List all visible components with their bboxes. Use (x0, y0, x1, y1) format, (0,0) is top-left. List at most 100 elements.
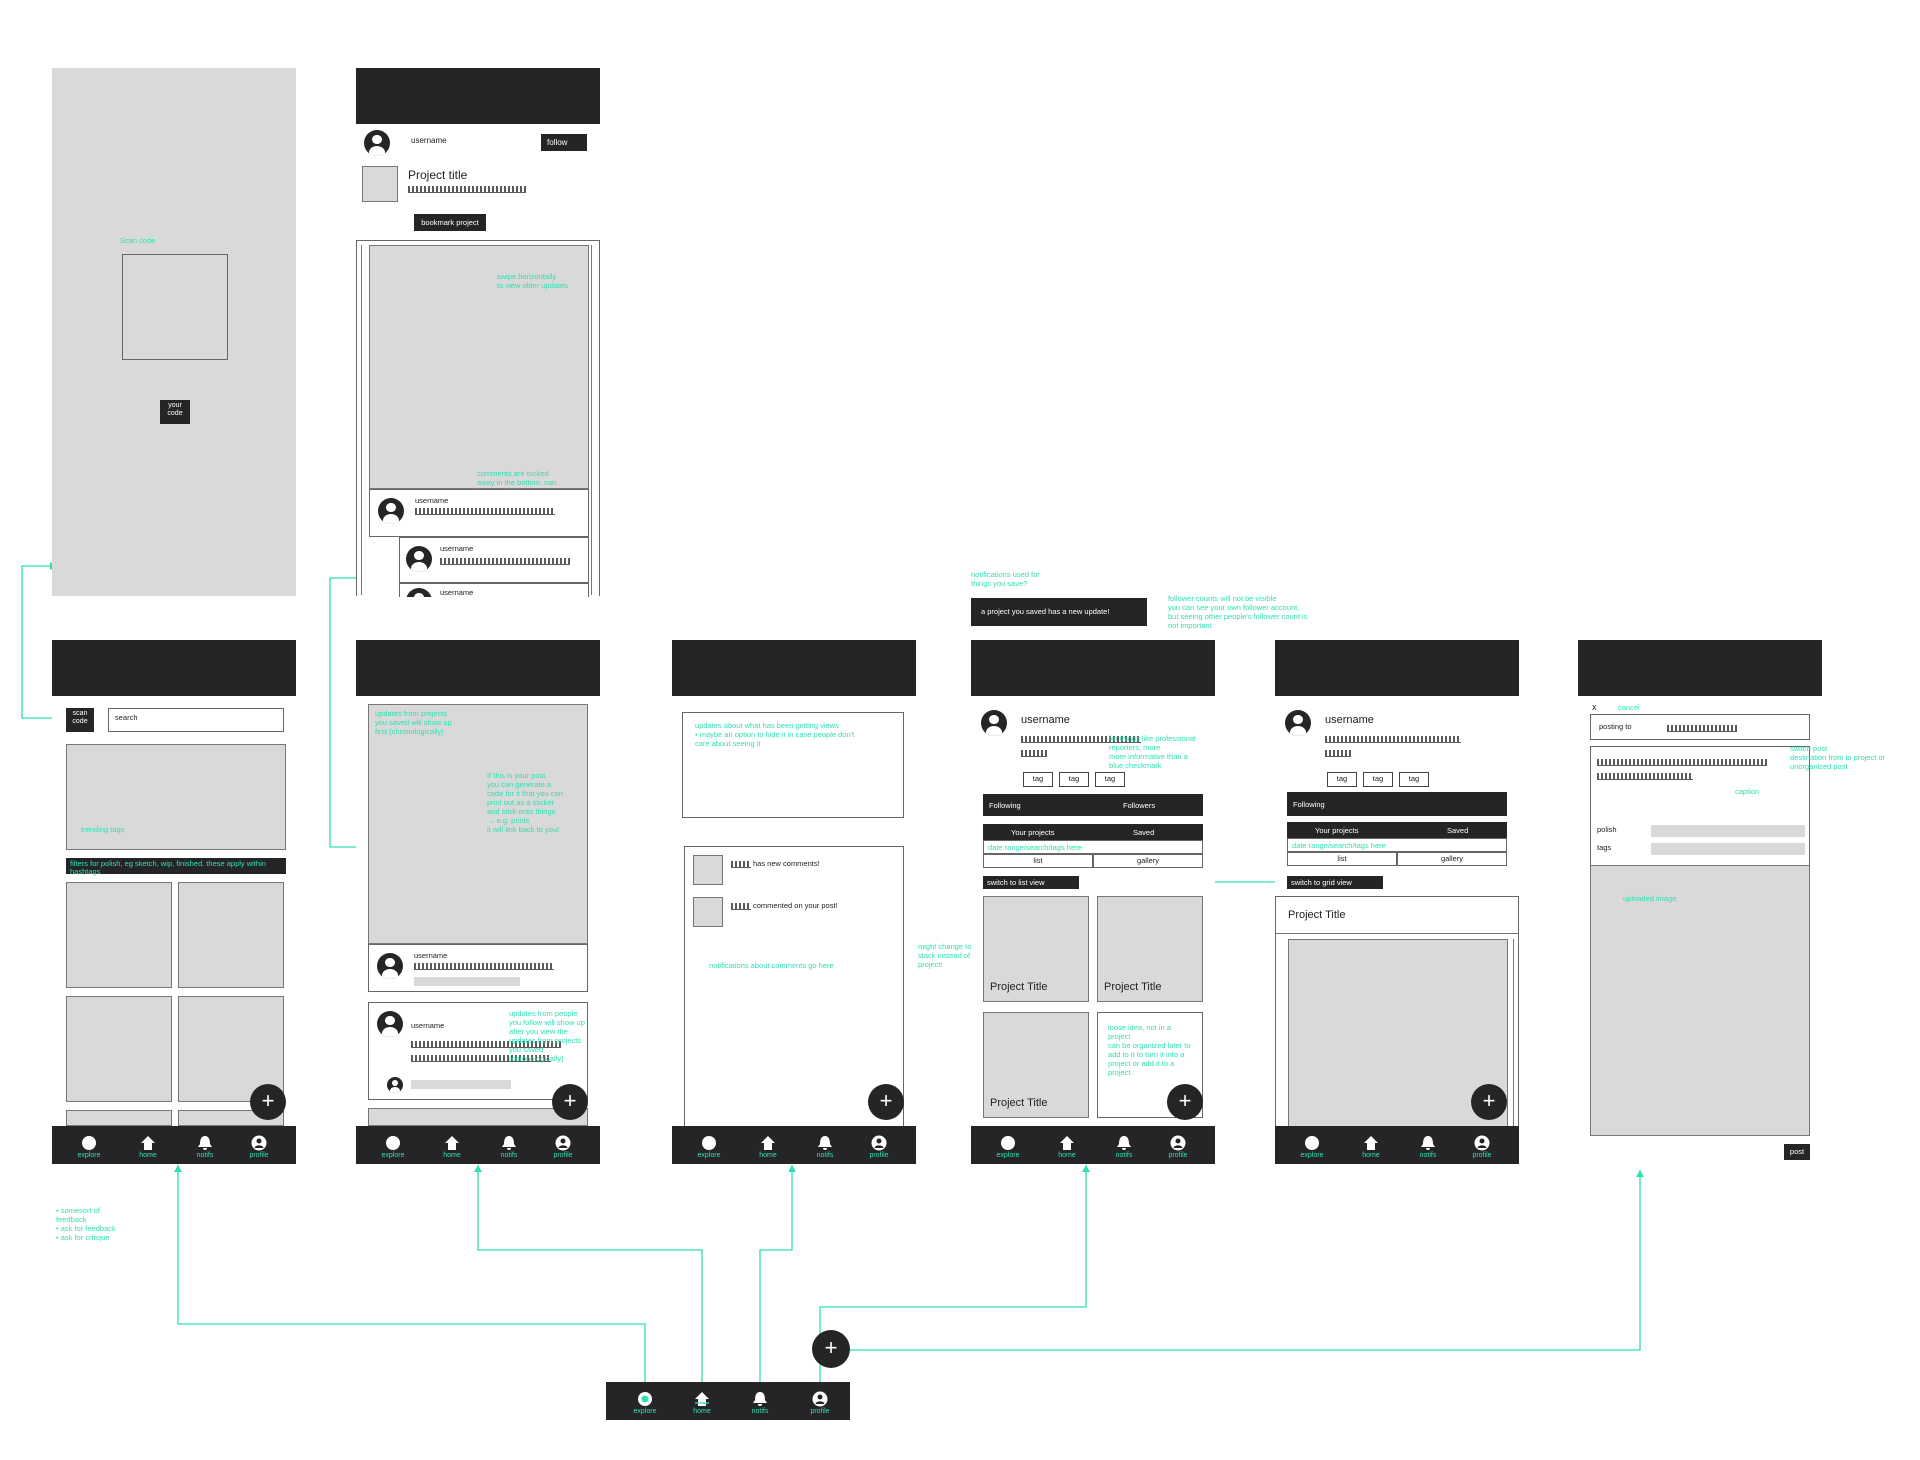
bio-scribble (1325, 750, 1351, 757)
add-post-button[interactable]: + (1471, 1084, 1507, 1120)
explore-tile[interactable] (66, 996, 172, 1102)
bell-icon (818, 1136, 832, 1150)
explore-tile[interactable] (178, 882, 284, 988)
post-meta-row[interactable]: username (368, 944, 588, 992)
switch-to-list-button[interactable]: switch to list view (983, 876, 1079, 889)
reply-row-2[interactable]: username (399, 583, 589, 597)
add-post-button[interactable]: + (552, 1084, 588, 1120)
explore-tile[interactable] (66, 882, 172, 988)
tab-saved[interactable]: Saved (1447, 826, 1469, 835)
next-post[interactable] (368, 1108, 588, 1126)
notif-1[interactable]: has new comments! (753, 859, 820, 868)
uploaded-image[interactable]: uploaded image (1590, 865, 1810, 1136)
polish-input[interactable] (1651, 825, 1805, 837)
nav-home-label: home (139, 1152, 157, 1159)
avatar (377, 953, 403, 979)
switch-destination-note: switch post destination from to project … (1790, 744, 1886, 771)
view-gallery-toggle[interactable]: gallery (1093, 854, 1203, 868)
project-card[interactable]: Project Title (1097, 896, 1203, 1002)
explore-icon (82, 1136, 96, 1150)
view-list-toggle[interactable]: list (1287, 852, 1397, 866)
profile-tag[interactable]: tag (1399, 772, 1429, 787)
follow-button[interactable]: follow (541, 134, 587, 151)
posting-to-label: posting to (1599, 722, 1632, 731)
profile-header (1275, 640, 1519, 696)
project-title: Project title (408, 168, 468, 182)
nav-explore-label: explore (1300, 1152, 1324, 1159)
explore-header (52, 640, 296, 696)
close-icon[interactable]: x (1592, 702, 1597, 712)
views-panel: updates about what has been getting view… (682, 712, 904, 818)
nav-profile-label: profile (869, 1152, 889, 1159)
notif-2[interactable]: commented on your post! (753, 901, 838, 910)
filter-bar[interactable]: filters for polish, eg sketch, wip, fini… (66, 858, 286, 876)
tab-your-projects[interactable]: Your projects (1315, 826, 1359, 835)
explore-tile[interactable] (66, 1110, 172, 1126)
nav-explore-label: explore (381, 1152, 405, 1159)
post-form: caption polish tags uploaded image (1590, 746, 1810, 1136)
notif-project-scribble (731, 861, 751, 868)
add-post-button[interactable]: + (250, 1084, 286, 1120)
profile-tag[interactable]: tag (1363, 772, 1393, 787)
polish-label: polish (1597, 825, 1617, 834)
profile-tag[interactable]: tag (1327, 772, 1357, 787)
bottom-nav: explore home notifs profile (52, 1126, 296, 1164)
feedback-note: • somesort of feedback • ask for feedbac… (56, 1206, 116, 1242)
reply-username: username (440, 544, 474, 553)
tab-following[interactable]: Following (1293, 800, 1325, 809)
projects-tabs: Your projects Saved (1287, 822, 1507, 838)
tab-following[interactable]: Following (989, 801, 1021, 810)
bookmark-project-button[interactable]: bookmark project (414, 214, 486, 231)
cancel-note: cancel (1618, 703, 1640, 712)
add-post-button[interactable]: + (812, 1330, 850, 1368)
filter-row[interactable]: date range/search/tags here (1287, 838, 1507, 852)
project-header (356, 68, 600, 124)
switch-to-grid-button[interactable]: switch to grid view (1287, 876, 1383, 889)
notif-user-scribble (731, 903, 751, 910)
connector-scan (21, 565, 66, 719)
add-post-button[interactable]: + (868, 1084, 904, 1120)
your-code-button[interactable]: your code (160, 400, 190, 424)
trending-tags[interactable]: trending tags (66, 744, 286, 850)
post-username: username (414, 951, 448, 960)
scan-code-button[interactable]: scan code (66, 708, 94, 732)
project-update-carousel[interactable]: swipe horizontally to view older updates… (356, 240, 600, 597)
scan-screen: Scan code your code (52, 68, 296, 596)
post-button[interactable]: post (1784, 1144, 1810, 1160)
followed-post-card[interactable]: username updates from people you follow … (368, 1002, 588, 1100)
search-input[interactable]: search (108, 708, 284, 732)
nav-home-label: home (1362, 1152, 1380, 1159)
home-icon (445, 1136, 459, 1150)
project-card[interactable]: Project Title (983, 896, 1089, 1002)
reply-username-2: username (440, 588, 474, 597)
date-range-note: date range/search/tags here (988, 843, 1082, 852)
filter-row[interactable]: date range/search/tags here (983, 840, 1203, 854)
project-card[interactable]: Project Title (983, 1012, 1089, 1118)
post-comment-bar (414, 977, 520, 986)
nav-explore-label: explore (633, 1408, 657, 1415)
scan-viewfinder (122, 254, 228, 360)
profile-header (971, 640, 1215, 696)
saved-project-update[interactable]: updates from projects you saved will sho… (368, 704, 588, 944)
nav-notifs-label: notifs (196, 1152, 214, 1159)
nav-profile-label: profile (810, 1408, 830, 1415)
profile-tag[interactable]: tag (1023, 772, 1053, 787)
tab-followers[interactable]: Followers (1123, 801, 1156, 810)
nav-profile-label: profile (1168, 1152, 1188, 1159)
comment-row[interactable]: username (369, 489, 589, 537)
tags-input[interactable] (1651, 843, 1805, 855)
profile-tag[interactable]: tag (1095, 772, 1125, 787)
tab-your-projects[interactable]: Your projects (1011, 828, 1055, 837)
bell-icon (1117, 1136, 1131, 1150)
view-list-toggle[interactable]: list (983, 854, 1093, 868)
post2-text-scribble (411, 1055, 551, 1062)
profile-tag[interactable]: tag (1059, 772, 1089, 787)
reply-row[interactable]: username (399, 537, 589, 583)
posting-to-field[interactable]: posting to (1590, 714, 1810, 740)
post2-username: username (411, 1021, 445, 1030)
view-gallery-toggle[interactable]: gallery (1397, 852, 1507, 866)
saved-update-banner[interactable]: a project you saved has a new update! (971, 598, 1147, 626)
tab-saved[interactable]: Saved (1133, 828, 1155, 837)
add-post-button[interactable]: + (1167, 1084, 1203, 1120)
caption-scribble (1597, 773, 1693, 780)
